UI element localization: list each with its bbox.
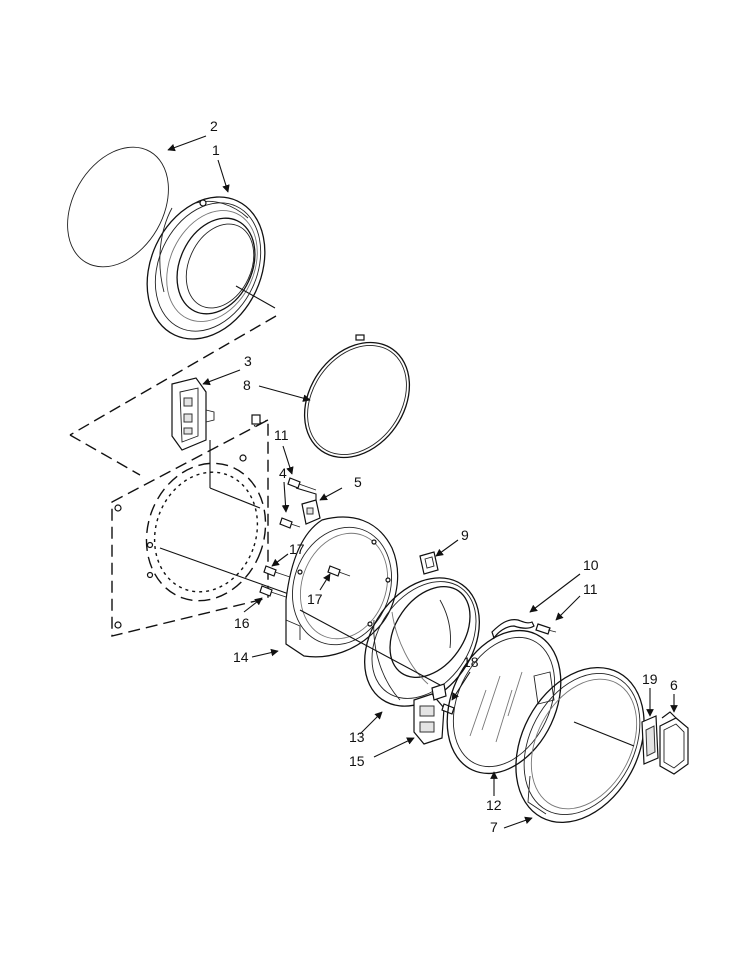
part-5-bracket xyxy=(295,487,321,525)
part-4-screw xyxy=(279,517,301,529)
callout-16: 16 xyxy=(234,615,250,631)
callout-5: 5 xyxy=(354,474,362,490)
part-15-hinge xyxy=(413,683,447,745)
callout-9: 9 xyxy=(461,527,469,543)
callout-17-right: 17 xyxy=(307,591,323,607)
callout-19: 19 xyxy=(642,671,658,687)
part-11-screw-upper xyxy=(287,477,317,491)
part-14-inner-panel xyxy=(285,516,399,658)
part-10-wire-harness xyxy=(491,619,535,640)
callout-15: 15 xyxy=(349,753,365,769)
callout-8: 8 xyxy=(243,377,251,393)
callout-4: 4 xyxy=(279,465,287,481)
callout-18: 18 xyxy=(463,654,479,670)
callout-13: 13 xyxy=(349,729,365,745)
front-panel-dashed xyxy=(111,414,301,637)
part-12-door-glass xyxy=(446,629,562,775)
part-17-screw-left xyxy=(263,565,291,578)
part-13-door-boot xyxy=(299,577,481,707)
part-7-door-frame xyxy=(515,666,645,824)
part-17-screw-right xyxy=(327,565,351,577)
callout-10: 10 xyxy=(583,557,599,573)
part-16-screw xyxy=(259,585,287,598)
part-19-handle-insert xyxy=(641,715,659,765)
callout-leaders xyxy=(167,135,678,829)
part-1-bellows xyxy=(146,196,276,340)
callout-3: 3 xyxy=(244,353,252,369)
callout-11-upper: 11 xyxy=(274,427,289,443)
part-2-outer-cover xyxy=(67,146,169,268)
part-3-door-lock xyxy=(171,377,261,509)
callout-1: 1 xyxy=(212,142,220,158)
callout-6: 6 xyxy=(670,677,678,693)
callout-12: 12 xyxy=(486,797,502,813)
part-8-clamp-ring xyxy=(303,334,411,459)
callout-labels: 2 1 3 8 11 4 5 9 10 11 17 17 16 14 18 13… xyxy=(210,118,678,835)
part-11-screw-lower xyxy=(535,623,557,635)
part-6-handle xyxy=(659,711,689,775)
callout-2: 2 xyxy=(210,118,218,134)
callout-7: 7 xyxy=(490,819,498,835)
assembly-guides-upper xyxy=(69,315,277,476)
callout-17-left: 17 xyxy=(289,541,305,557)
callout-11-lower: 11 xyxy=(583,581,598,597)
part-9-clip xyxy=(419,551,439,575)
callout-14: 14 xyxy=(233,649,249,665)
